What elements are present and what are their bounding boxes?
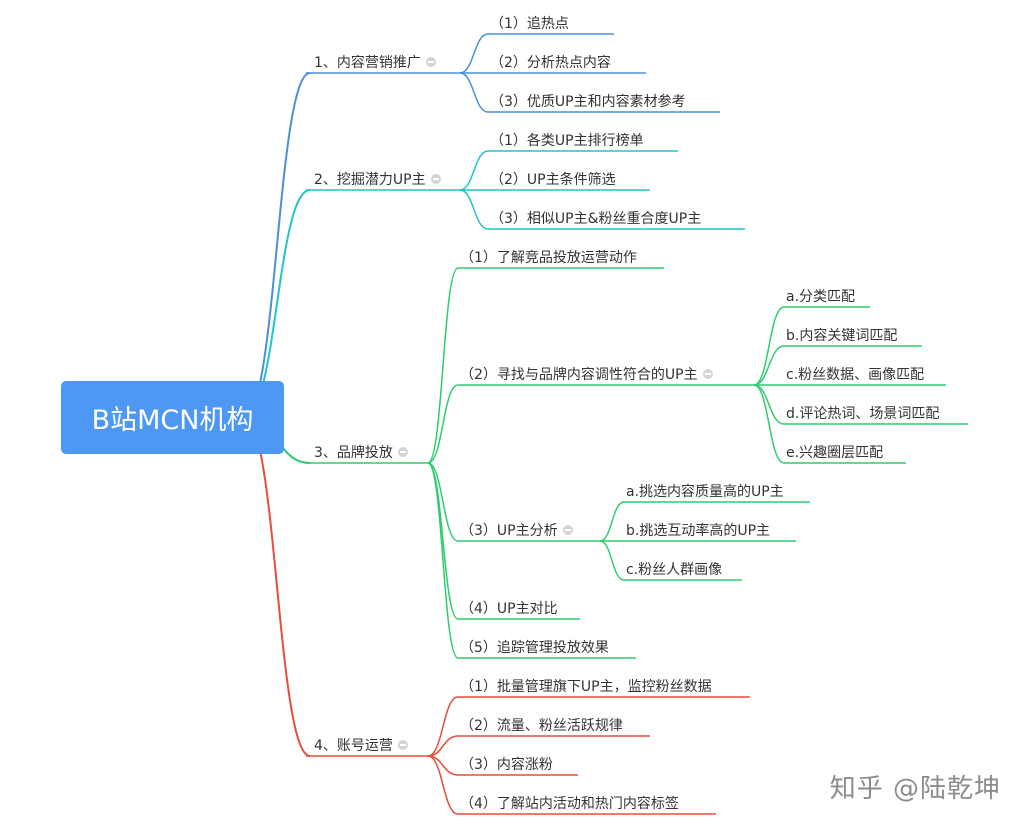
connector-line: [599, 540, 625, 581]
leaf-node[interactable]: （1）了解竞品投放运营动作: [460, 250, 637, 266]
leaf-node[interactable]: （1）批量管理旗下UP主，监控粉丝数据: [460, 679, 712, 695]
leaf-node[interactable]: e.兴趣圈层匹配: [786, 445, 884, 461]
connector-line: [427, 462, 459, 542]
connector-line: [599, 501, 625, 542]
leaf-node[interactable]: b.内容关键词匹配: [786, 328, 898, 344]
leaf-node[interactable]: （3）内容涨粉: [460, 757, 553, 773]
leaf-node[interactable]: （1）追热点: [490, 16, 569, 32]
leaf-node[interactable]: （2）UP主条件筛选: [490, 172, 616, 188]
connector-line: [427, 267, 459, 464]
connector-line: [427, 462, 459, 659]
connector-line: [459, 72, 489, 113]
collapse-icon[interactable]: [425, 57, 436, 67]
root-connector: [243, 416, 311, 757]
connector-line: [427, 462, 459, 620]
collapse-icon[interactable]: [562, 525, 573, 535]
connector-line: [753, 384, 785, 464]
root-node[interactable]: B站MCN机构: [61, 381, 284, 454]
leaf-node[interactable]: （4）UP主对比: [460, 601, 558, 617]
branch-node-account-ops[interactable]: 4、账号运营: [314, 737, 408, 755]
leaf-node[interactable]: （1）各类UP主排行榜单: [490, 133, 644, 149]
connector-line: [753, 345, 785, 386]
connector-line: [427, 696, 459, 757]
leaf-node[interactable]: c.粉丝人群画像: [626, 562, 723, 578]
leaf-node[interactable]: a.分类匹配: [786, 289, 856, 305]
connector-line: [459, 189, 489, 230]
subbranch-node-creator-analysis[interactable]: （3）UP主分析: [460, 522, 573, 540]
connector-line: [753, 306, 785, 386]
branch-node-content-marketing[interactable]: 1、内容营销推广: [314, 54, 436, 72]
root-connector: [243, 72, 311, 418]
leaf-node[interactable]: a.挑选内容质量高的UP主: [626, 484, 784, 500]
collapse-icon[interactable]: [397, 447, 408, 457]
leaf-node[interactable]: （4）了解站内活动和热门内容标签: [460, 796, 679, 812]
branch-node-brand-placement[interactable]: 3、品牌投放: [314, 444, 408, 462]
collapse-icon[interactable]: [397, 740, 408, 750]
connector-line: [459, 150, 489, 191]
leaf-node[interactable]: d.评论热词、场景词匹配: [786, 406, 940, 422]
leaf-node[interactable]: b.挑选互动率高的UP主: [626, 523, 771, 539]
leaf-node[interactable]: （2）流量、粉丝活跃规律: [460, 718, 623, 734]
connector-line: [427, 384, 459, 464]
branch-label: 3、品牌投放: [314, 445, 393, 461]
branch-node-find-creators[interactable]: 2、挖掘潜力UP主: [314, 171, 441, 189]
collapse-icon[interactable]: [702, 369, 713, 379]
branch-label: 1、内容营销推广: [314, 55, 421, 71]
watermark-text: 知乎 @陆乾坤: [829, 774, 1001, 804]
leaf-node[interactable]: （5）追踪管理投放效果: [460, 640, 609, 656]
branch-label: 4、账号运营: [314, 738, 393, 754]
connector-line: [753, 384, 785, 425]
connector-line: [427, 755, 459, 815]
subbranch-node-brand-fit[interactable]: （2）寻找与品牌内容调性符合的UP主: [460, 366, 713, 384]
collapse-icon[interactable]: [430, 174, 441, 184]
leaf-node[interactable]: （3）相似UP主&粉丝重合度UP主: [490, 211, 702, 227]
subbranch-label: （2）寻找与品牌内容调性符合的UP主: [460, 367, 698, 383]
leaf-node[interactable]: （2）分析热点内容: [490, 55, 611, 71]
leaf-node[interactable]: c.粉丝数据、画像匹配: [786, 367, 925, 383]
leaf-node[interactable]: （3）优质UP主和内容素材参考: [490, 94, 686, 110]
branch-label: 2、挖掘潜力UP主: [314, 172, 426, 188]
connector-line: [427, 735, 459, 757]
connector-line: [459, 33, 489, 74]
subbranch-label: （3）UP主分析: [460, 523, 558, 539]
